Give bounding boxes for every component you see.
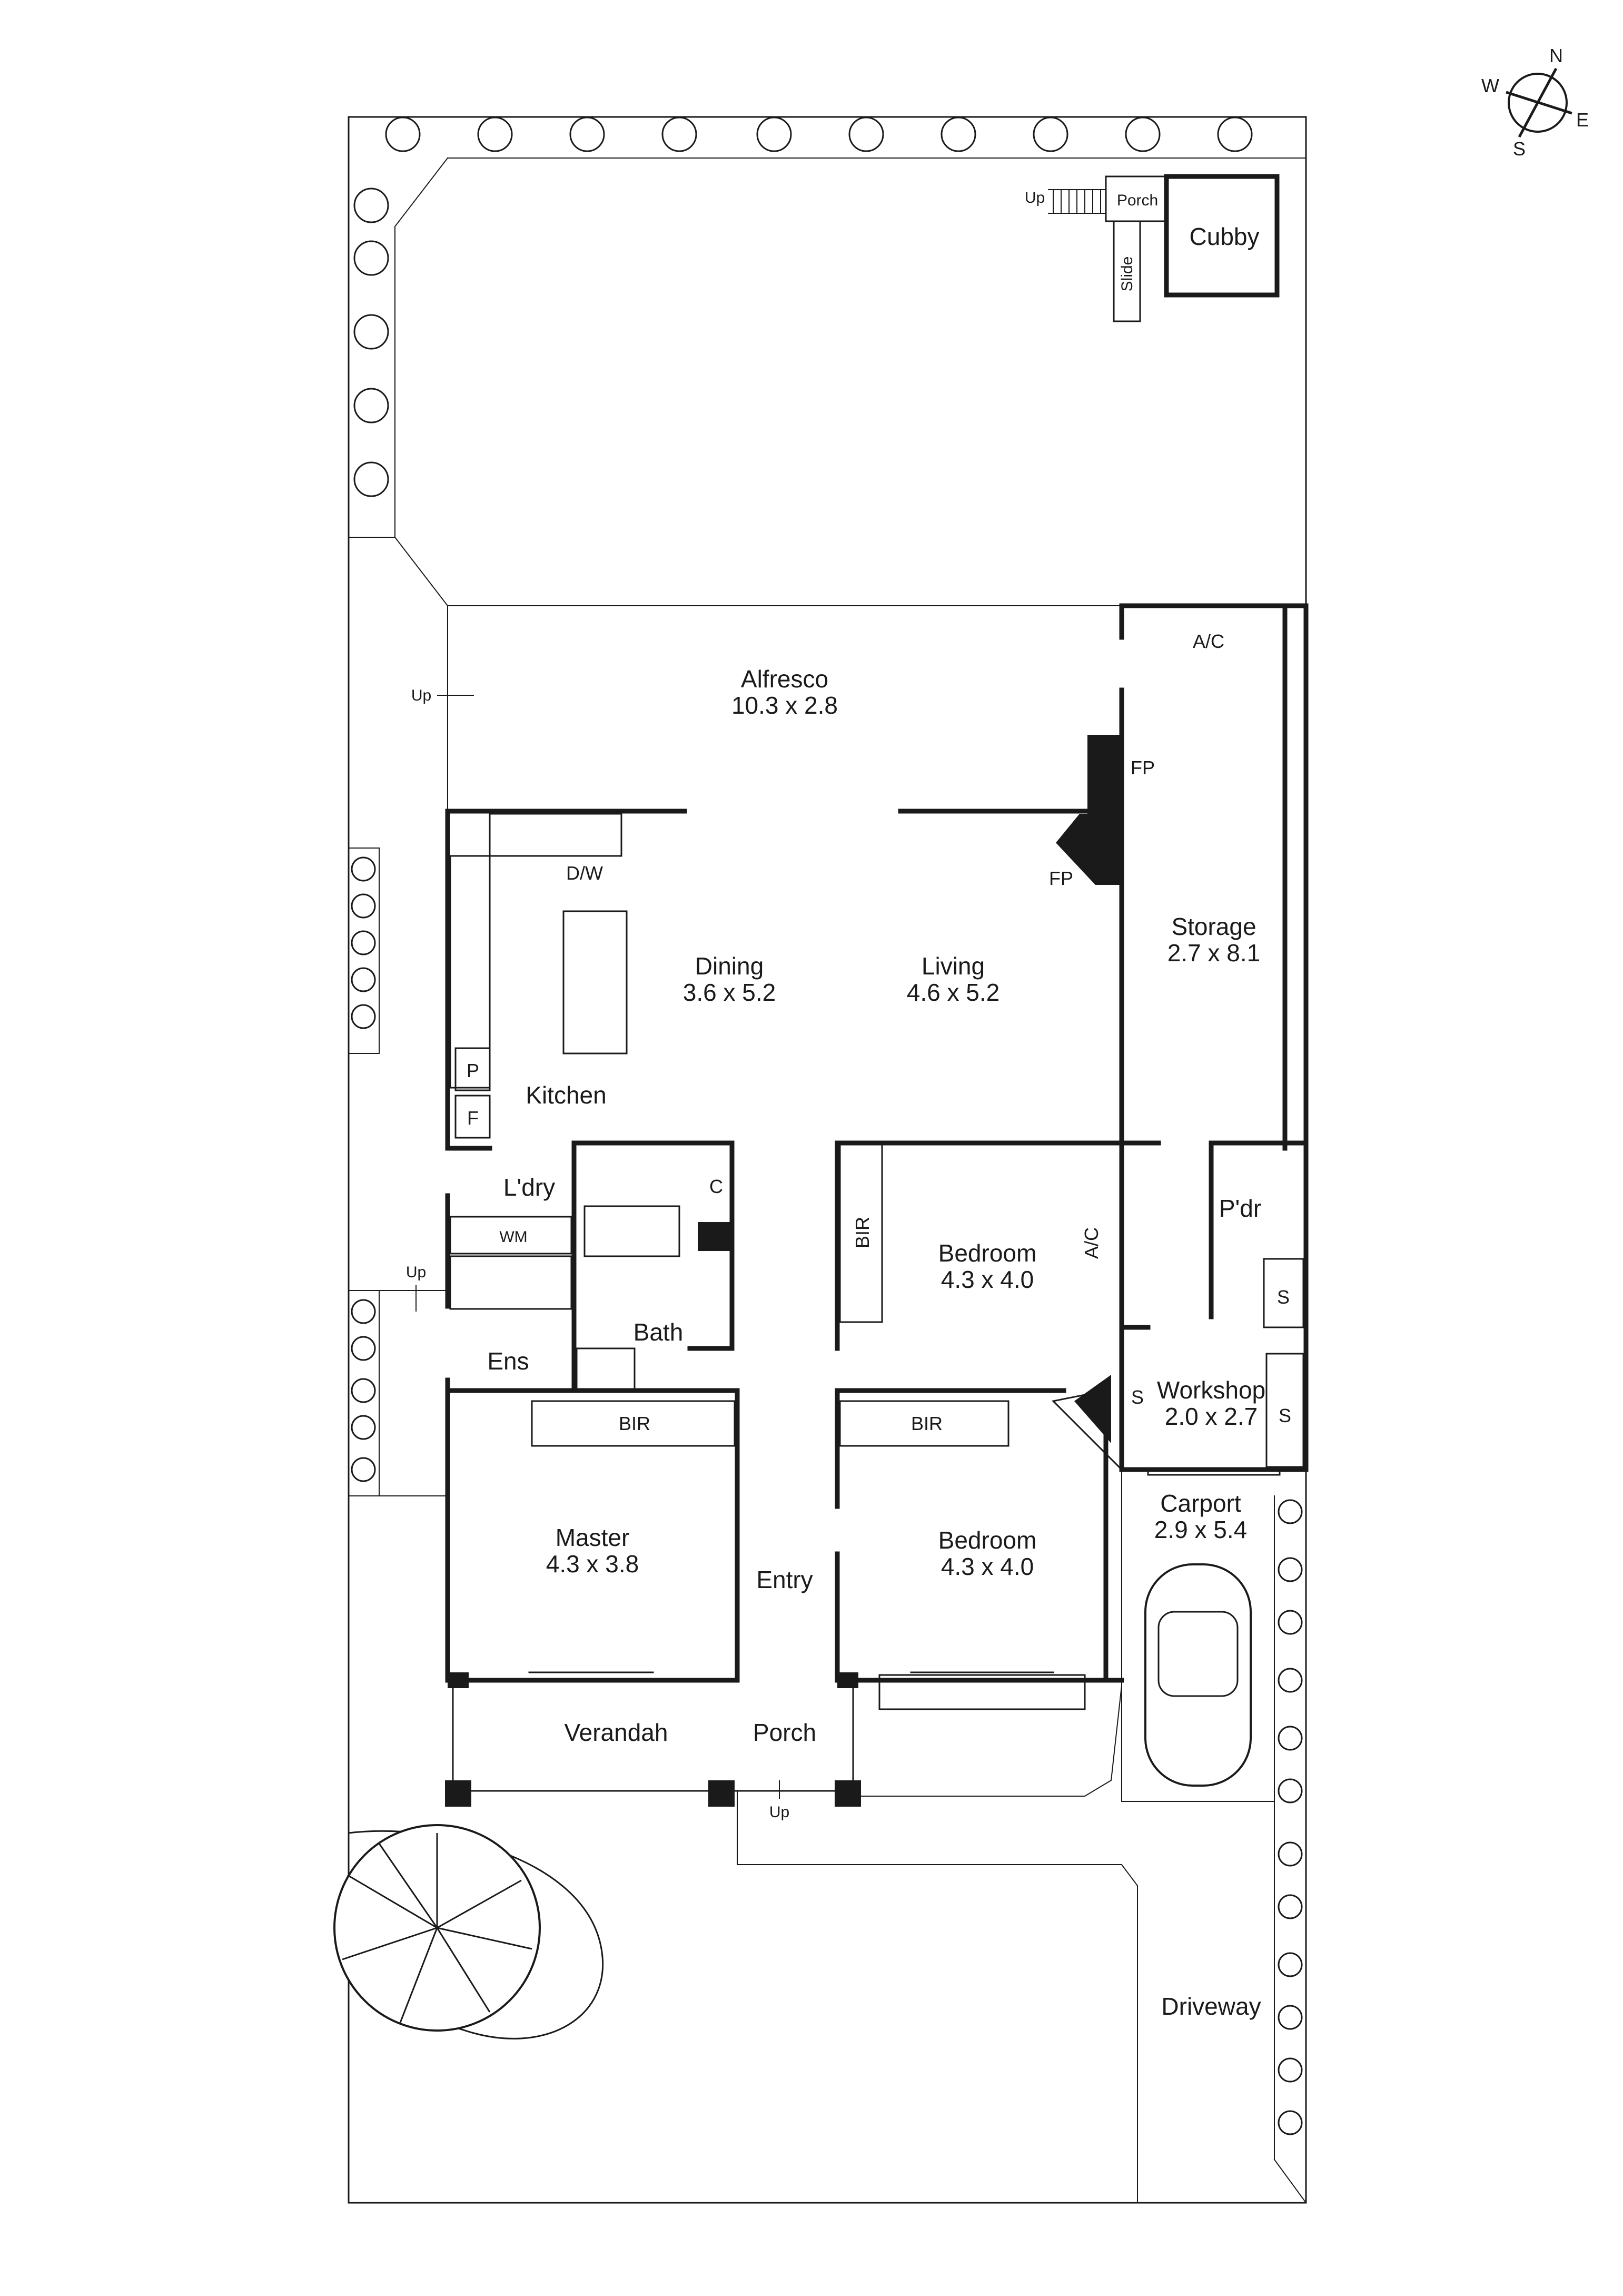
up-alfresco-label: Up bbox=[411, 687, 431, 704]
shelf-workshop-b: S bbox=[1279, 1405, 1291, 1426]
porch-label: Porch bbox=[753, 1719, 816, 1746]
kitchen-label: Kitchen bbox=[526, 1081, 606, 1109]
fp-upper-label: FP bbox=[1131, 757, 1155, 779]
living-label: Living bbox=[922, 952, 985, 980]
compass-north: N bbox=[1549, 45, 1563, 66]
car bbox=[1144, 1563, 1252, 1787]
cubby-house: Cubby Porch Slide Up bbox=[1025, 174, 1280, 322]
front-tree bbox=[333, 1824, 604, 2039]
storage-dims: 2.7 x 8.1 bbox=[1167, 939, 1260, 967]
up-cubby-label: Up bbox=[1025, 189, 1045, 206]
carport-dims: 2.9 x 5.4 bbox=[1154, 1516, 1247, 1543]
dining-dims: 3.6 x 5.2 bbox=[683, 979, 776, 1006]
bir-master-label: BIR bbox=[619, 1413, 650, 1434]
bir-bed2-label: BIR bbox=[852, 1217, 873, 1248]
hedge-right bbox=[1278, 1499, 1303, 2135]
up-porch-label: Up bbox=[769, 1804, 789, 1821]
ac-bedroom-label: A/C bbox=[1081, 1227, 1102, 1259]
slide-label: Slide bbox=[1119, 257, 1136, 292]
bedroom2-dims: 4.3 x 4.0 bbox=[941, 1266, 1034, 1293]
dw-label: D/W bbox=[566, 862, 603, 884]
bath-label: Bath bbox=[634, 1318, 684, 1346]
driveway-label: Driveway bbox=[1161, 1993, 1261, 2020]
carport-label: Carport bbox=[1160, 1490, 1241, 1517]
compass: N E S W bbox=[1481, 45, 1589, 160]
shelf-workshop-a: S bbox=[1131, 1386, 1144, 1408]
workshop-dims: 2.0 x 2.7 bbox=[1165, 1403, 1258, 1430]
alfresco-dims: 10.3 x 2.8 bbox=[731, 692, 838, 719]
bir-bed3-label: BIR bbox=[911, 1413, 943, 1434]
cubby-porch-label: Porch bbox=[1117, 192, 1158, 209]
fridge-label: F bbox=[467, 1107, 479, 1129]
storage-label: Storage bbox=[1171, 913, 1256, 940]
bedroom2-label: Bedroom bbox=[938, 1239, 1037, 1267]
compass-south: S bbox=[1513, 138, 1526, 160]
up-markers: Up Up Up bbox=[406, 687, 789, 1821]
verandah-label: Verandah bbox=[565, 1719, 668, 1746]
living-dims: 4.6 x 5.2 bbox=[907, 979, 999, 1006]
room-labels: Alfresco 10.3 x 2.8 Dining 3.6 x 5.2 Liv… bbox=[487, 665, 1265, 2020]
fixture-labels: D/W FP FP P F C WM BIR BIR BIR A/C A/C S… bbox=[467, 630, 1291, 1434]
entry-label: Entry bbox=[756, 1566, 813, 1593]
pantry-label: P bbox=[467, 1060, 479, 1081]
compass-west: W bbox=[1481, 75, 1499, 96]
hedge-left bbox=[351, 188, 389, 1482]
master-dims: 4.3 x 3.8 bbox=[546, 1550, 639, 1578]
ensuite-label: Ens bbox=[487, 1347, 529, 1375]
alfresco-label: Alfresco bbox=[741, 665, 828, 693]
laundry-label: L'dry bbox=[503, 1174, 555, 1201]
bedroom3-label: Bedroom bbox=[938, 1526, 1037, 1554]
wm-label: WM bbox=[499, 1228, 527, 1246]
ac-storage-label: A/C bbox=[1193, 630, 1224, 652]
cubby-label: Cubby bbox=[1190, 223, 1260, 250]
yard-lines bbox=[348, 157, 1307, 2204]
bedroom3-dims: 4.3 x 4.0 bbox=[941, 1553, 1034, 1580]
shelf-powder: S bbox=[1277, 1286, 1290, 1308]
dining-label: Dining bbox=[695, 952, 764, 980]
hedge-top bbox=[385, 116, 1253, 152]
fp-lower-label: FP bbox=[1049, 868, 1073, 889]
cupboard-label: C bbox=[709, 1176, 723, 1197]
compass-east: E bbox=[1576, 109, 1589, 131]
workshop-label: Workshop bbox=[1157, 1376, 1265, 1404]
up-side-label: Up bbox=[406, 1264, 426, 1281]
interior-lines bbox=[449, 813, 1304, 1792]
powder-label: P'dr bbox=[1219, 1195, 1261, 1222]
fireplaces bbox=[445, 735, 1122, 1807]
master-label: Master bbox=[556, 1524, 630, 1551]
